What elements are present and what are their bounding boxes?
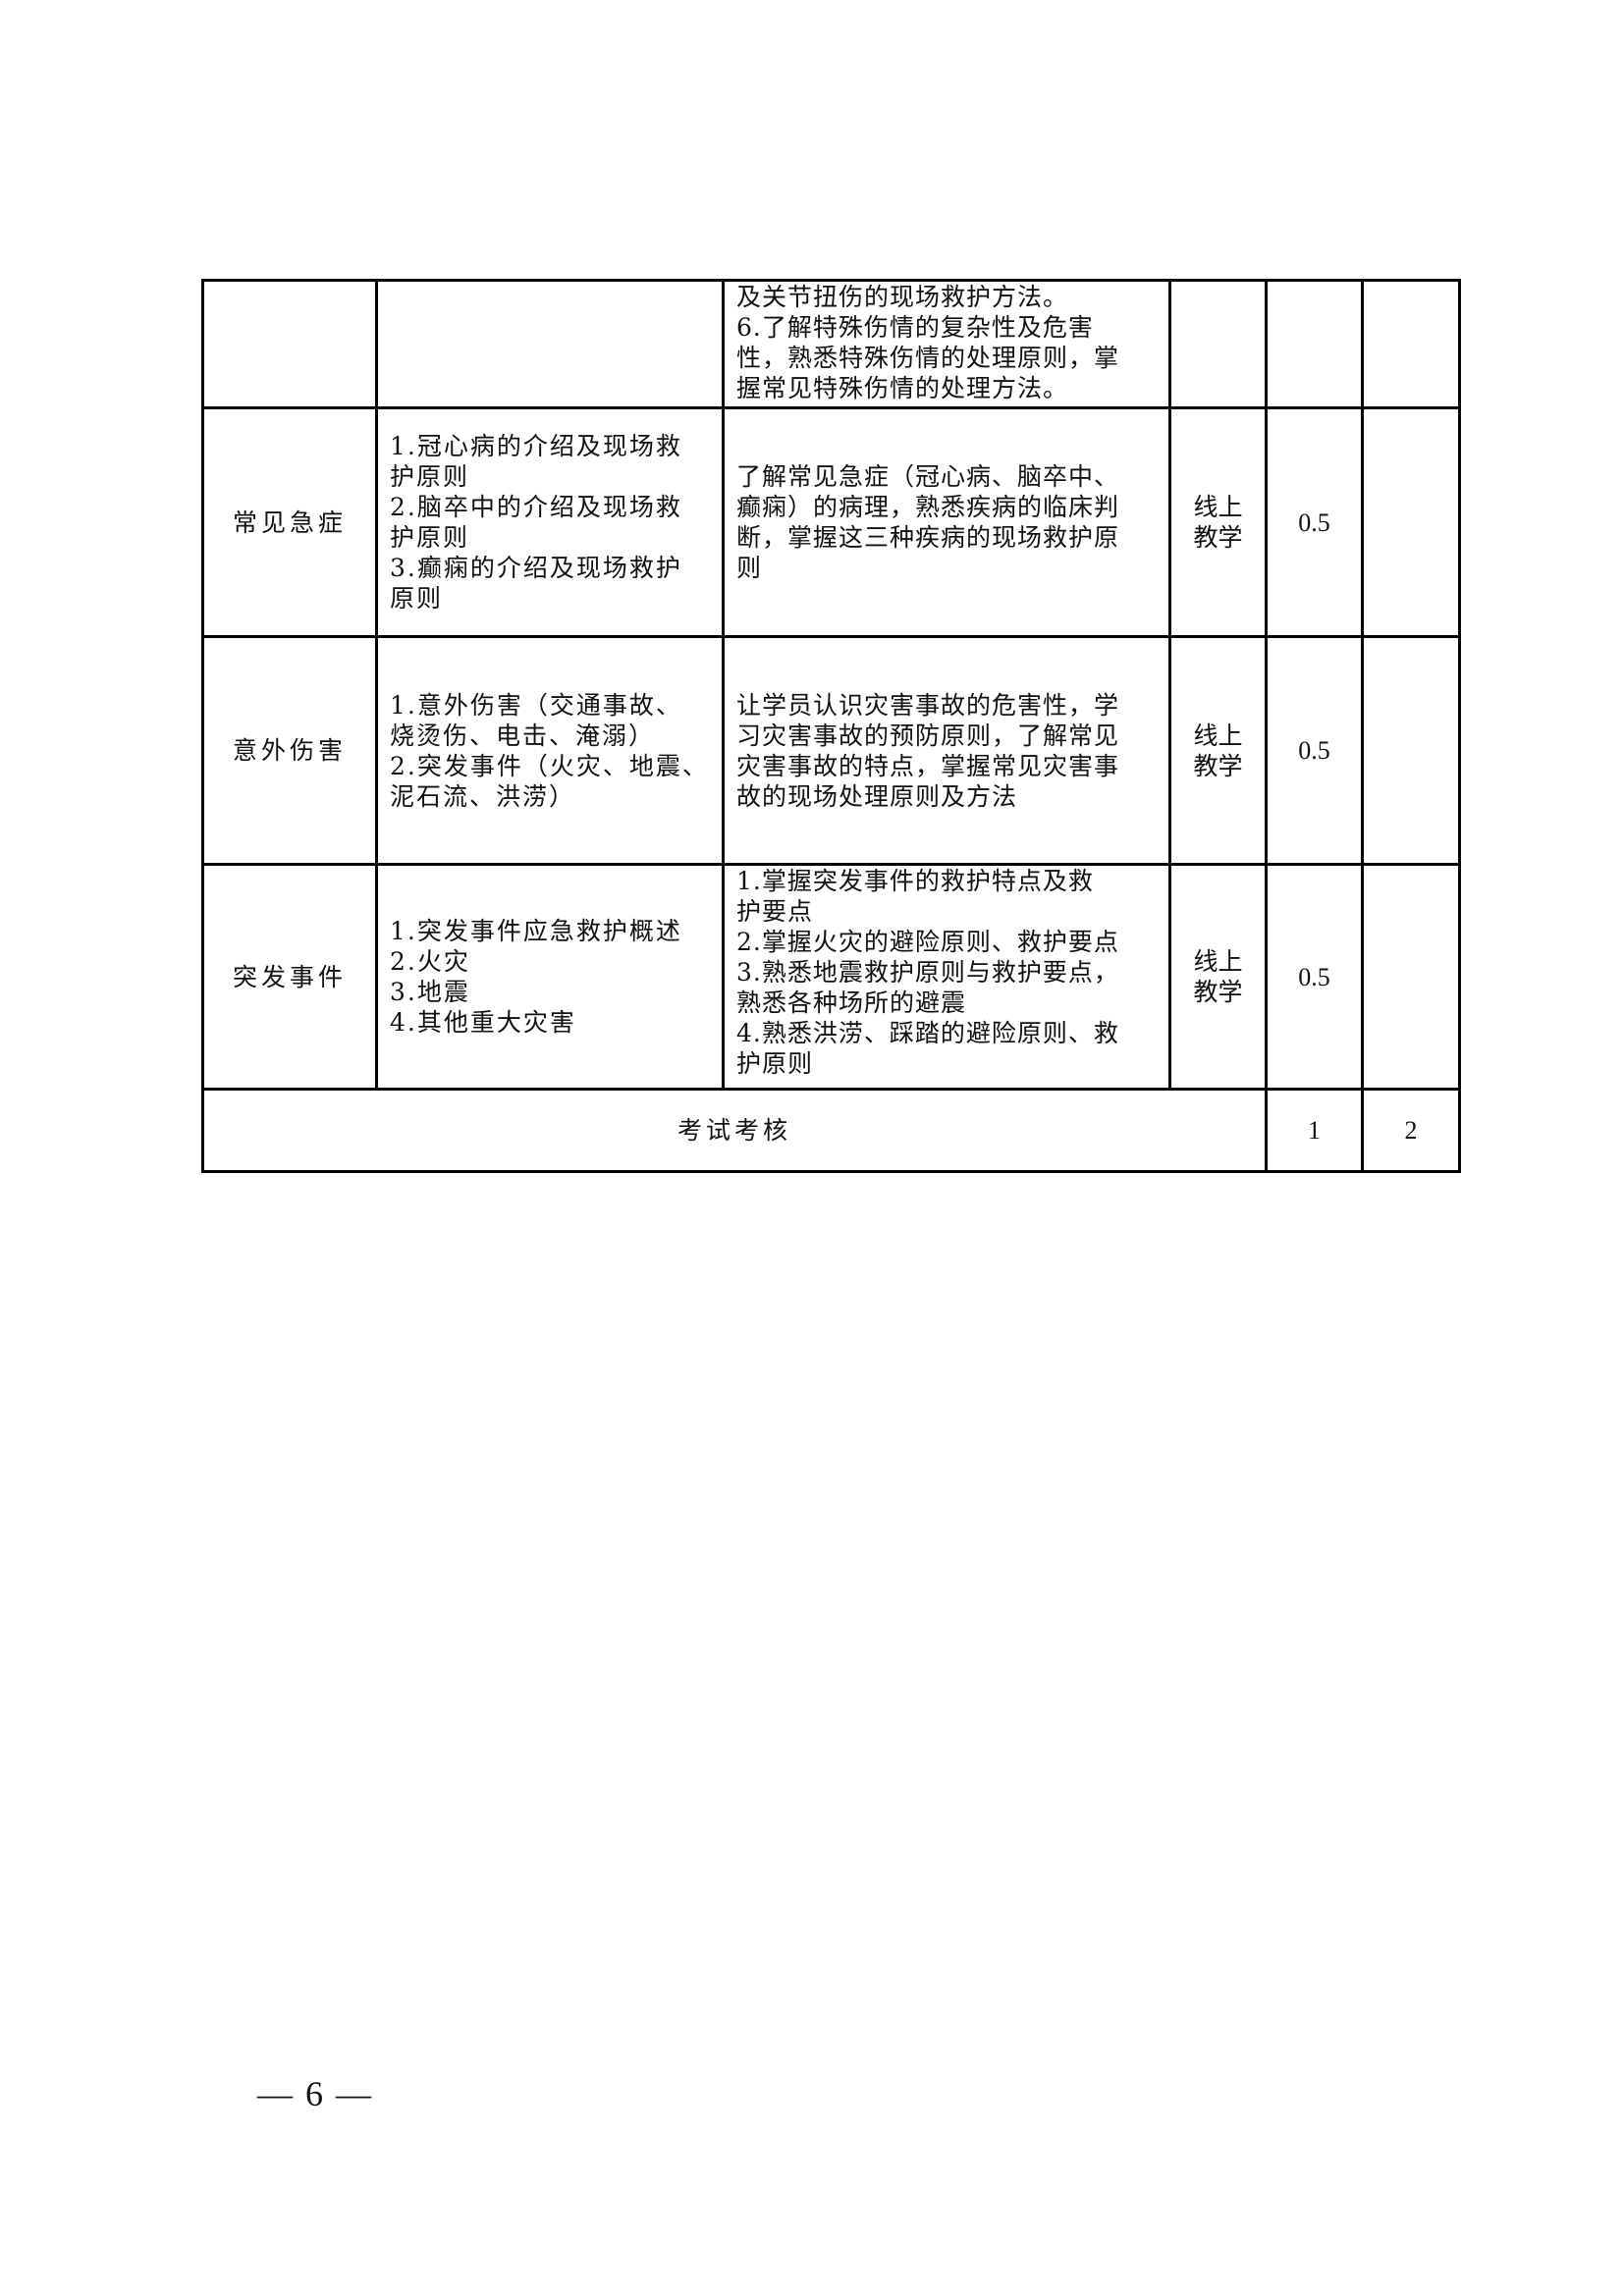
goal-line: 2.掌握火灾的避险原则、救护要点: [736, 928, 1119, 956]
course-table: 及关节扭伤的现场救护方法。 6.了解特殊伤情的复杂性及危害 性，熟悉特殊伤情的处…: [201, 279, 1461, 1173]
exam-label-cell: 考试考核: [201, 1088, 1268, 1173]
mode-line: 线上: [1193, 947, 1243, 976]
content-line: 4.其他重大灾害: [390, 1008, 576, 1037]
goal-line: 习灾害事故的预防原则，了解常见: [736, 721, 1120, 750]
content-line: 烧烫伤、电击、淹溺）: [390, 721, 656, 750]
extra-cell: [1361, 863, 1461, 1091]
goal-cell: 了解常见急症（冠心病、脑卒中、 癫痫）的病理，熟悉疾病的临床判 断，掌握这三种疾…: [722, 406, 1171, 638]
mode-cell: 线上 教学: [1168, 406, 1268, 638]
content-cell: [375, 279, 725, 409]
content-cell: 1.突发事件应急救护概述 2.火灾 3.地震 4.其他重大灾害: [375, 863, 725, 1091]
topic-cell: [201, 279, 378, 409]
table-row-continuation: 及关节扭伤的现场救护方法。 6.了解特殊伤情的复杂性及危害 性，熟悉特殊伤情的处…: [201, 279, 1461, 409]
content-cell: 1.意外伤害（交通事故、 烧烫伤、电击、淹溺） 2.突发事件（火灾、地震、 泥石…: [375, 635, 725, 866]
goal-line: 癫痫）的病理，熟悉疾病的临床判: [736, 493, 1120, 521]
hours-cell: 0.5: [1265, 635, 1364, 866]
table-row-accidental-injury: 意外伤害 1.意外伤害（交通事故、 烧烫伤、电击、淹溺） 2.突发事件（火灾、地…: [201, 635, 1461, 866]
goal-line: 故的现场处理原则及方法: [736, 781, 1018, 811]
hours-cell: 0.5: [1265, 863, 1364, 1091]
mode-line: 教学: [1193, 978, 1243, 1006]
topic-cell: 常见急症: [201, 406, 378, 638]
extra-cell: [1361, 279, 1461, 409]
mode-line: 线上: [1193, 721, 1243, 750]
mode-cell: [1168, 279, 1268, 409]
extra-cell: [1361, 635, 1461, 866]
goal-cell: 让学员认识灾害事故的危害性，学 习灾害事故的预防原则，了解常见 灾害事故的特点，…: [722, 635, 1171, 866]
goal-line: 让学员认识灾害事故的危害性，学: [736, 690, 1120, 720]
content-line: 2.突发事件（火灾、地震、: [390, 751, 709, 780]
goal-line: 断，掌握这三种疾病的现场救护原: [736, 523, 1120, 552]
goal-line: 握常见特殊伤情的处理方法。: [736, 374, 1069, 402]
goal-line: 则: [736, 554, 763, 582]
goal-line: 了解常见急症（冠心病、脑卒中、: [736, 462, 1120, 491]
mode-line: 线上: [1193, 493, 1243, 521]
topic-cell: 意外伤害: [201, 635, 378, 866]
hours-cell: [1265, 279, 1364, 409]
goal-line: 4.熟悉洪涝、踩踏的避险原则、救: [736, 1019, 1119, 1047]
content-line: 2.火灾: [390, 947, 470, 976]
goal-cell: 1.掌握突发事件的救护特点及救 护要点 2.掌握火灾的避险原则、救护要点 3.熟…: [722, 863, 1171, 1091]
table-row-emergency-events: 突发事件 1.突发事件应急救护概述 2.火灾 3.地震 4.其他重大灾害 1.掌…: [201, 863, 1461, 1091]
mode-line: 教学: [1193, 751, 1243, 780]
goal-line: 灾害事故的特点，掌握常见灾害事: [736, 751, 1120, 780]
content-line: 护原则: [390, 462, 470, 491]
goal-line: 护原则: [736, 1049, 814, 1078]
content-line: 1.冠心病的介绍及现场救: [390, 432, 682, 460]
content-line: 3.地震: [390, 978, 470, 1006]
table-row-common-emergencies: 常见急症 1.冠心病的介绍及现场救 护原则 2.脑卒中的介绍及现场救 护原则 3…: [201, 406, 1461, 638]
hours-cell: 0.5: [1265, 406, 1364, 638]
exam-extra-cell: 2: [1361, 1088, 1461, 1173]
page-number: — 6 —: [257, 2074, 373, 2113]
topic-cell: 突发事件: [201, 863, 378, 1091]
goal-cell: 及关节扭伤的现场救护方法。 6.了解特殊伤情的复杂性及危害 性，熟悉特殊伤情的处…: [722, 279, 1171, 409]
content-line: 3.癫痫的介绍及现场救护: [390, 554, 682, 582]
content-line: 泥石流、洪涝）: [390, 781, 576, 811]
content-line: 护原则: [390, 523, 470, 552]
goal-line: 熟悉各种场所的避震: [736, 988, 967, 1017]
content-line: 1.意外伤害（交通事故、: [390, 690, 682, 720]
content-cell: 1.冠心病的介绍及现场救 护原则 2.脑卒中的介绍及现场救 护原则 3.癫痫的介…: [375, 406, 725, 638]
exam-hours-cell: 1: [1265, 1088, 1364, 1173]
goal-line: 6.了解特殊伤情的复杂性及危害: [736, 313, 1094, 342]
content-line: 2.脑卒中的介绍及现场救: [390, 493, 682, 521]
mode-cell: 线上 教学: [1168, 635, 1268, 866]
goal-line: 3.熟悉地震救护原则与救护要点，: [736, 958, 1119, 987]
goal-line: 性，熟悉特殊伤情的处理原则，掌: [736, 344, 1120, 372]
mode-line: 教学: [1193, 523, 1243, 552]
goal-line: 及关节扭伤的现场救护方法。: [736, 283, 1069, 311]
table-row-exam: 考试考核 1 2: [201, 1088, 1461, 1173]
mode-cell: 线上 教学: [1168, 863, 1268, 1091]
goal-line: 护要点: [736, 897, 814, 926]
extra-cell: [1361, 406, 1461, 638]
content-line: 原则: [390, 584, 444, 613]
goal-line: 1.掌握突发事件的救护特点及救: [736, 867, 1094, 895]
content-line: 1.突发事件应急救护概述: [390, 917, 682, 945]
